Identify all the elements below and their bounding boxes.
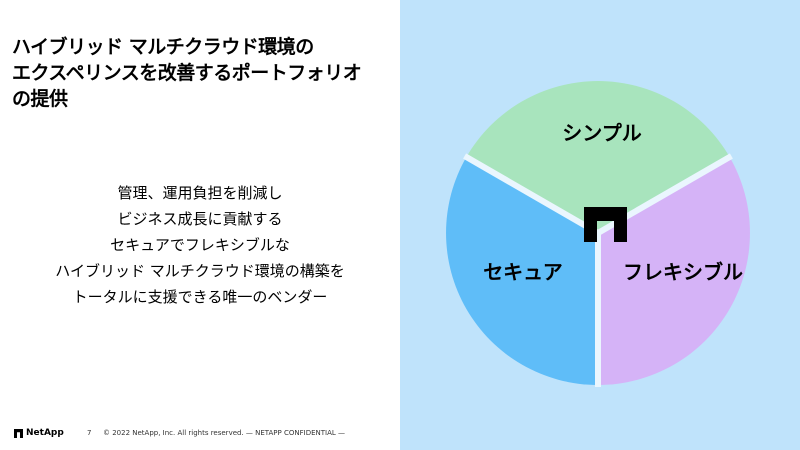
title-line: の提供 [12, 88, 68, 110]
segment-label-simple: シンプル [562, 121, 641, 145]
footer-logo: NetApp [14, 428, 64, 438]
three-segment-circle-diagram: シンプル フレキシブル セキュア [446, 81, 750, 387]
slide-footer: NetApp 7 © 2022 NetApp, Inc. All rights … [0, 428, 400, 442]
description-line: トータルに支援できる唯一のベンダー [72, 288, 328, 306]
segment-label-flexible: フレキシブル [623, 260, 743, 284]
page-number: 7 [87, 429, 92, 437]
slide-description: 管理、運用負担を削減し ビジネス成長に貢献する セキュアでフレキシブルな ハイブ… [0, 180, 400, 310]
description-line: セキュアでフレキシブルな [110, 236, 290, 254]
slide-title: ハイブリッド マルチクラウド環境の エクスペリンスを改善するポートフォリオ の提… [12, 34, 392, 112]
content-panel: ハイブリッド マルチクラウド環境の エクスペリンスを改善するポートフォリオ の提… [0, 34, 400, 442]
netapp-logo-icon [14, 428, 23, 438]
title-line: エクスペリンスを改善するポートフォリオ [12, 62, 362, 84]
separator-line [463, 153, 600, 236]
title-line: ハイブリッド マルチクラウド環境の [12, 36, 314, 58]
description-line: ハイブリッド マルチクラウド環境の構築を [55, 262, 345, 280]
description-line: ビジネス成長に貢献する [117, 210, 283, 228]
segment-simple [466, 81, 730, 233]
netapp-logo-icon [584, 207, 627, 242]
copyright-text: © 2022 NetApp, Inc. All rights reserved.… [103, 429, 346, 437]
footer-brand: NetApp [26, 428, 64, 438]
description-line: 管理、運用負担を削減し [117, 184, 283, 202]
segment-label-secure: セキュア [483, 260, 563, 284]
